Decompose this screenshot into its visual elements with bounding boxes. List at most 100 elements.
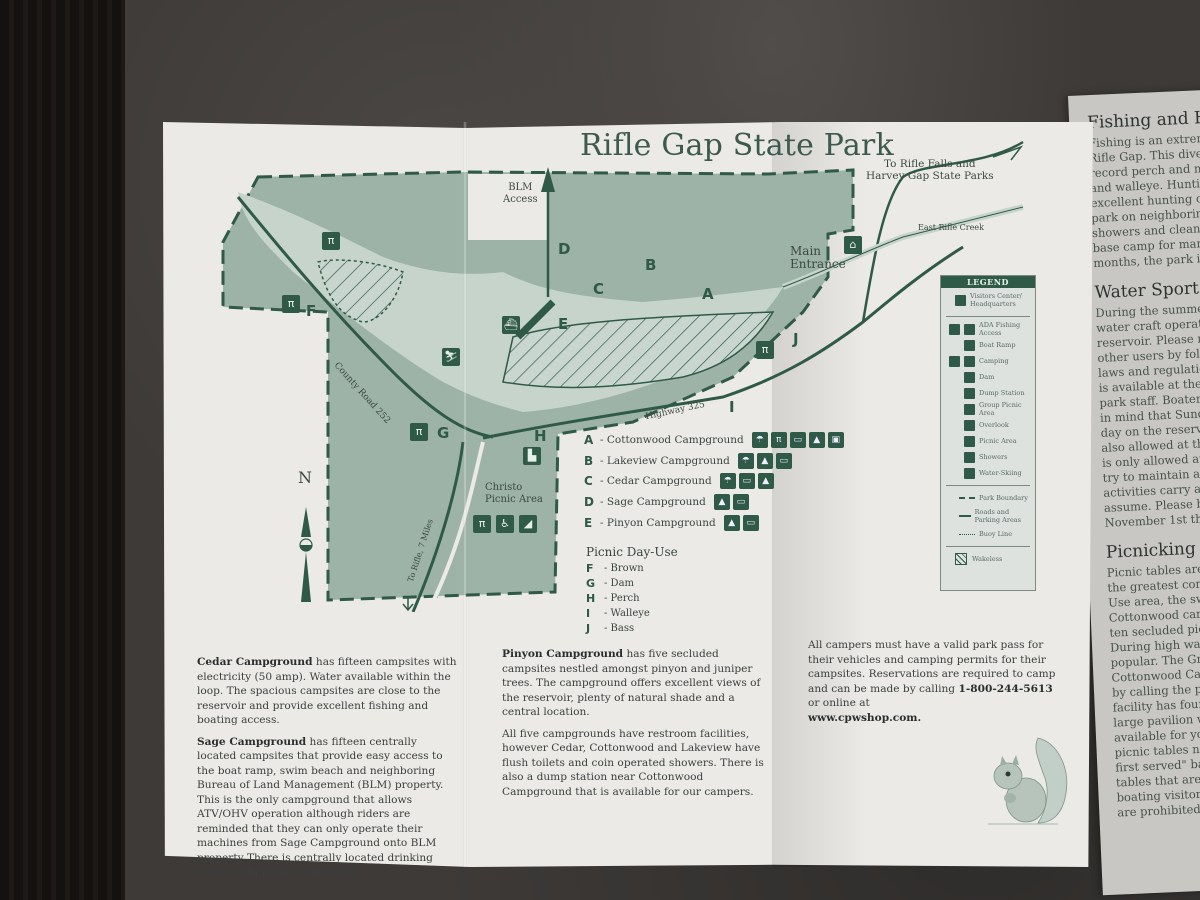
water-skiing-icon[interactable]: ⛷ [442,348,460,366]
park-map [221,140,1024,612]
text-column-left: Cedar Campground has fifteen campsites w… [197,655,459,887]
tent-camping-icon: ▲ [808,432,825,448]
picnic-area-icon[interactable]: π [282,295,300,313]
legend-item-camping: Camping [949,353,1035,369]
legend-item-picnic-area: Picnic Area [964,433,1035,449]
water-sports-body: During the summe water craft operato res… [1095,301,1200,530]
fishing-access-icon[interactable]: ◢ [519,515,537,533]
tent-camping-icon [964,355,975,367]
legend-item-park-boundary: Park Boundary [959,490,1035,506]
campground-item-sage[interactable]: D - Sage Campground ▲▭ [584,492,847,512]
area-letter-d[interactable]: D [558,240,571,258]
legend-item-wakeless: Wakeless [955,551,1035,567]
area-letter-c[interactable]: C [593,280,605,298]
showers-icon [964,451,975,463]
boat-ramp [515,299,556,340]
campground-item-cedar[interactable]: C - Cedar Campground ☂▭▲ [584,471,847,491]
area-letter-h[interactable]: H [534,427,547,445]
campground-item-cottonwood[interactable]: A - Cottonwood Campground ☂π▭▲▣ [584,430,847,450]
background-dark-fabric [0,0,125,900]
east-rifle-creek-label: East Rifle Creek [918,223,984,232]
dam-icon [964,371,975,383]
wakeless-hatch-icon [955,553,967,565]
blm-access-label: BLM Access [503,182,538,205]
area-letter-a[interactable]: A [702,285,714,303]
picnic-item-perch[interactable]: H- Perch [586,592,640,605]
boat-ramp-icon[interactable]: ⛴ [502,316,520,334]
fishing-heading: Fishing and H [1086,107,1200,134]
legend-divider [946,546,1030,547]
wakeless-zone-west [317,259,404,323]
text-column-right: All campers must have a valid park pass … [808,638,1060,732]
campground-item-pinyon[interactable]: E - Pinyon Campground ▲▭ [584,513,847,533]
facilities-paragraph: All five campgrounds have restroom facil… [502,727,764,798]
overlook-icon [964,419,975,431]
picnic-day-use-list: Picnic Day-Use F- Brown G- Dam H- Perch … [586,545,678,636]
group-picnic-icon: π [770,432,787,448]
legend-item-roads: Roads and Parking Areas [959,506,1035,526]
road-to-rifle-falls [861,140,1024,323]
fishing-body: Fishing is an extreme Rifle Gap. This di… [1087,130,1200,271]
area-letter-e[interactable]: E [558,315,569,333]
campground-item-lakeview[interactable]: B - Lakeview Campground ☂▲▭ [584,451,847,471]
legend-item-ada-fishing: ADA Fishing Access [949,321,1035,337]
picnic-item-brown[interactable]: F- Brown [586,562,644,575]
legend-title: LEGEND [941,276,1035,288]
campground-list: A - Cottonwood Campground ☂π▭▲▣ B - Lake… [584,430,847,533]
visitors-center-icon[interactable]: ⌂ [844,236,862,254]
pinyon-paragraph: Pinyon Campground has five secluded camp… [502,648,761,718]
picnic-item-dam[interactable]: G- Dam [586,577,635,590]
showers-icon: ☂ [719,473,736,490]
legend-divider [946,485,1030,486]
website-link[interactable]: www.cpwshop.com. [808,711,922,724]
park-boundary-line-icon [959,497,975,499]
picnic-item-bass[interactable]: J- Bass [586,622,635,635]
legend-item-showers: Showers [964,449,1035,465]
legend-item-boat-ramp: Boat Ramp [964,337,1035,353]
squirrel-illustration [988,737,1068,825]
area-letter-g[interactable]: G [437,424,450,442]
cedar-paragraph: Cedar Campground has fifteen campsites w… [197,656,457,726]
showers-icon: ☂ [751,432,768,448]
fold-crease [463,122,467,867]
ada-icon [949,323,960,335]
area-letter-j[interactable]: J [793,330,799,348]
reservations-paragraph: All campers must have a valid park pass … [808,639,1056,724]
christo-picnic-label: Christo Picnic Area [485,482,543,505]
dam-icon[interactable]: ▙ [523,447,541,465]
legend-item-dump-station: Dump Station [964,385,1035,401]
map-title: Rifle Gap State Park [580,128,894,163]
county-road-252 [236,196,494,439]
tent-camping-icon: ▲ [723,514,740,531]
main-entrance-label: Main Entrance [790,244,846,271]
rv-camping-icon [949,355,960,367]
phone-number[interactable]: 1-800-244-5613 [958,682,1053,695]
area-letter-b[interactable]: B [645,256,657,274]
north-label: N [298,468,312,487]
area-letter-f[interactable]: F [306,302,317,320]
picnic-item-walleye[interactable]: I- Walleye [586,607,650,620]
wakeless-zone [502,311,775,389]
showers-icon: ☂ [737,452,754,469]
text-column-middle: Pinyon Campground has five secluded camp… [502,647,774,806]
legend-item-dam: Dam [964,369,1035,385]
creek-south [426,441,485,612]
picnic-area-icon[interactable]: π [322,232,340,250]
legend-item-buoy-line: Buoy Line [959,526,1035,542]
map-legend: LEGEND Visitors Center/ Headquarters ADA… [940,275,1036,591]
picnic-area-icon[interactable]: π [410,423,428,441]
buoy-line-icon [959,533,975,535]
fishing-access-icon [964,323,975,335]
rv-camping-icon: ▭ [732,494,749,511]
tent-camping-icon: ▲ [713,494,730,511]
road-to-rifle [411,441,465,612]
legend-item-group-picnic: Group Picnic Area [964,401,1035,417]
picnic-area-icon[interactable]: π [473,515,491,533]
ada-icon[interactable]: ♿ [496,515,514,533]
rv-camping-icon: ▭ [742,514,759,531]
tent-camping-icon: ▲ [757,473,774,490]
picnic-area-icon[interactable]: π [756,341,774,359]
to-rifle-falls-label: To Rifle Falls and Harvey Gap State Park… [866,158,994,182]
area-letter-i[interactable]: I [729,398,735,416]
group-picnic-icon [964,403,975,415]
